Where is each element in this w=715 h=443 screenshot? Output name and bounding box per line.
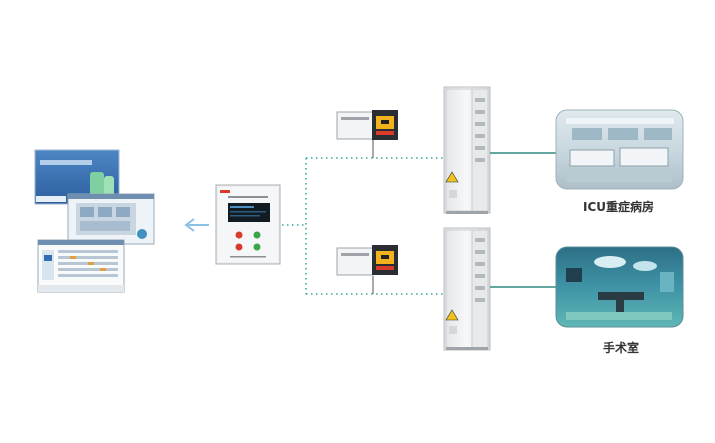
transfer-switch-icon [336, 245, 398, 294]
icu-label: ICU重症病房 [583, 200, 655, 214]
solid-power-lines [490, 152, 556, 288]
distribution-cabinet-icon [443, 86, 491, 214]
icu-ward-photo [555, 109, 684, 190]
operating-room-photo [555, 246, 684, 328]
insulation-monitor-panel-icon [215, 184, 281, 265]
data-flow-arrow-icon [184, 218, 209, 232]
transfer-switch-icon [336, 110, 398, 158]
monitoring-screens-icon [34, 149, 155, 293]
distribution-cabinet-icon [443, 227, 491, 351]
operating-room-label: 手术室 [603, 341, 640, 355]
dotted-signal-lines [282, 157, 444, 295]
